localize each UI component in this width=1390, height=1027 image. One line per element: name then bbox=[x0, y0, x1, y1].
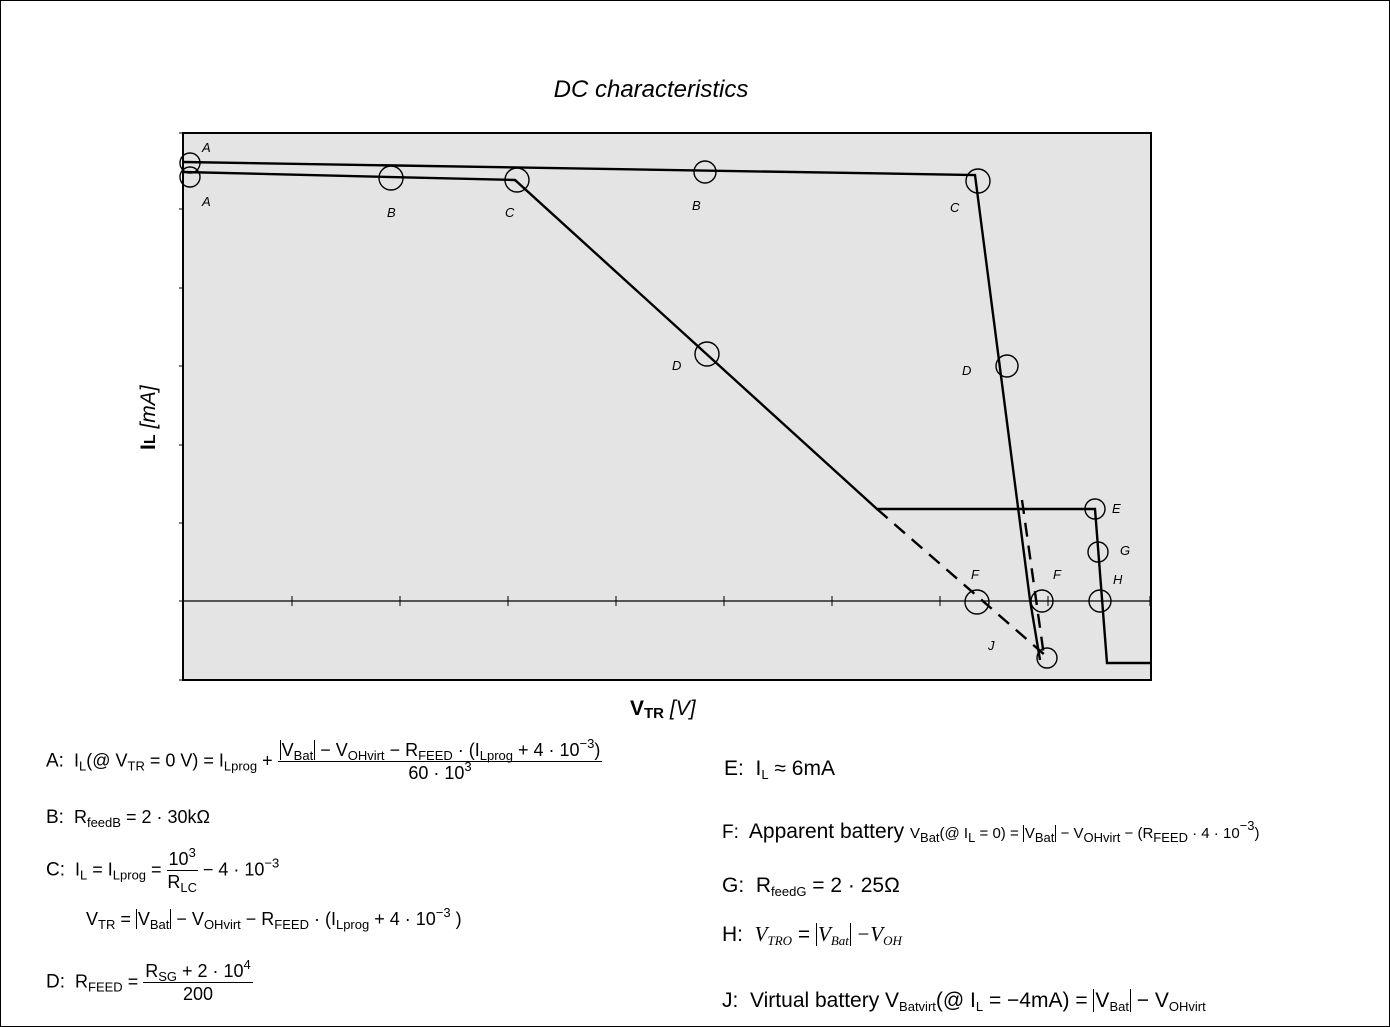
label-f-left: F bbox=[971, 567, 980, 582]
label-e: E bbox=[1112, 501, 1121, 516]
x-axis-label: VTR [V] bbox=[630, 697, 697, 722]
equation-a: A: IL(@ VTR = 0 V) = ILprog + VBat − VOH… bbox=[46, 736, 603, 783]
equation-c-fraction: 103 RLC bbox=[166, 845, 198, 895]
label-f-right: F bbox=[1053, 567, 1062, 582]
dashed-extensions bbox=[876, 499, 1047, 657]
label-d-right: D bbox=[962, 363, 971, 378]
label-a-upper: A bbox=[201, 140, 211, 155]
label-b-left: B bbox=[387, 205, 396, 220]
label-b-right: B bbox=[692, 198, 701, 213]
characteristic-lines bbox=[182, 160, 1151, 665]
equation-a-fraction: VBat − VOHvirt − RFEED · (ILprog + 4 · 1… bbox=[277, 737, 603, 782]
lower-curve bbox=[182, 170, 1151, 665]
equation-f: F: Apparent battery VBat(@ IL = 0) = VBa… bbox=[722, 818, 1260, 845]
equation-g: G: RfeedG = 2 · 25Ω bbox=[722, 874, 900, 899]
label-h: H bbox=[1113, 572, 1123, 587]
equation-b: B: RfeedB = 2 · 30kΩ bbox=[46, 807, 210, 830]
plot-area bbox=[182, 132, 1152, 681]
label-g: G bbox=[1120, 543, 1130, 558]
x-axis-ticks bbox=[291, 596, 1151, 606]
equation-e: E: IL ≈ 6mA bbox=[724, 757, 835, 782]
label-d-left: D bbox=[672, 358, 681, 373]
label-c-right: C bbox=[950, 200, 960, 215]
point-labels: A A B C B C D D E G F F H J bbox=[201, 140, 1130, 653]
y-axis-ticks bbox=[179, 132, 183, 681]
equation-d: D: RFEED = RSG + 2 · 104 200 bbox=[46, 957, 253, 1004]
point-markers bbox=[179, 152, 1112, 669]
equation-c-line2: VTR = VBat − VOHvirt − RFEED · (ILprog +… bbox=[86, 905, 462, 932]
upper-curve bbox=[182, 160, 1042, 661]
equation-j: J: Virtual battery VBatvirt(@ IL = −4mA)… bbox=[722, 989, 1206, 1014]
label-a-lower: A bbox=[201, 194, 211, 209]
label-c-left: C bbox=[505, 205, 515, 220]
equation-d-fraction: RSG + 2 · 104 200 bbox=[143, 957, 253, 1004]
y-axis-label: IL [mA] bbox=[137, 384, 160, 450]
equation-c-line1: C: IL = ILprog = 103 RLC − 4 · 10−3 bbox=[46, 845, 280, 895]
label-j: J bbox=[987, 638, 995, 653]
equation-h: H: VTRO = VBat −VOH bbox=[722, 922, 902, 948]
diagram-title: DC characteristics bbox=[554, 76, 749, 103]
